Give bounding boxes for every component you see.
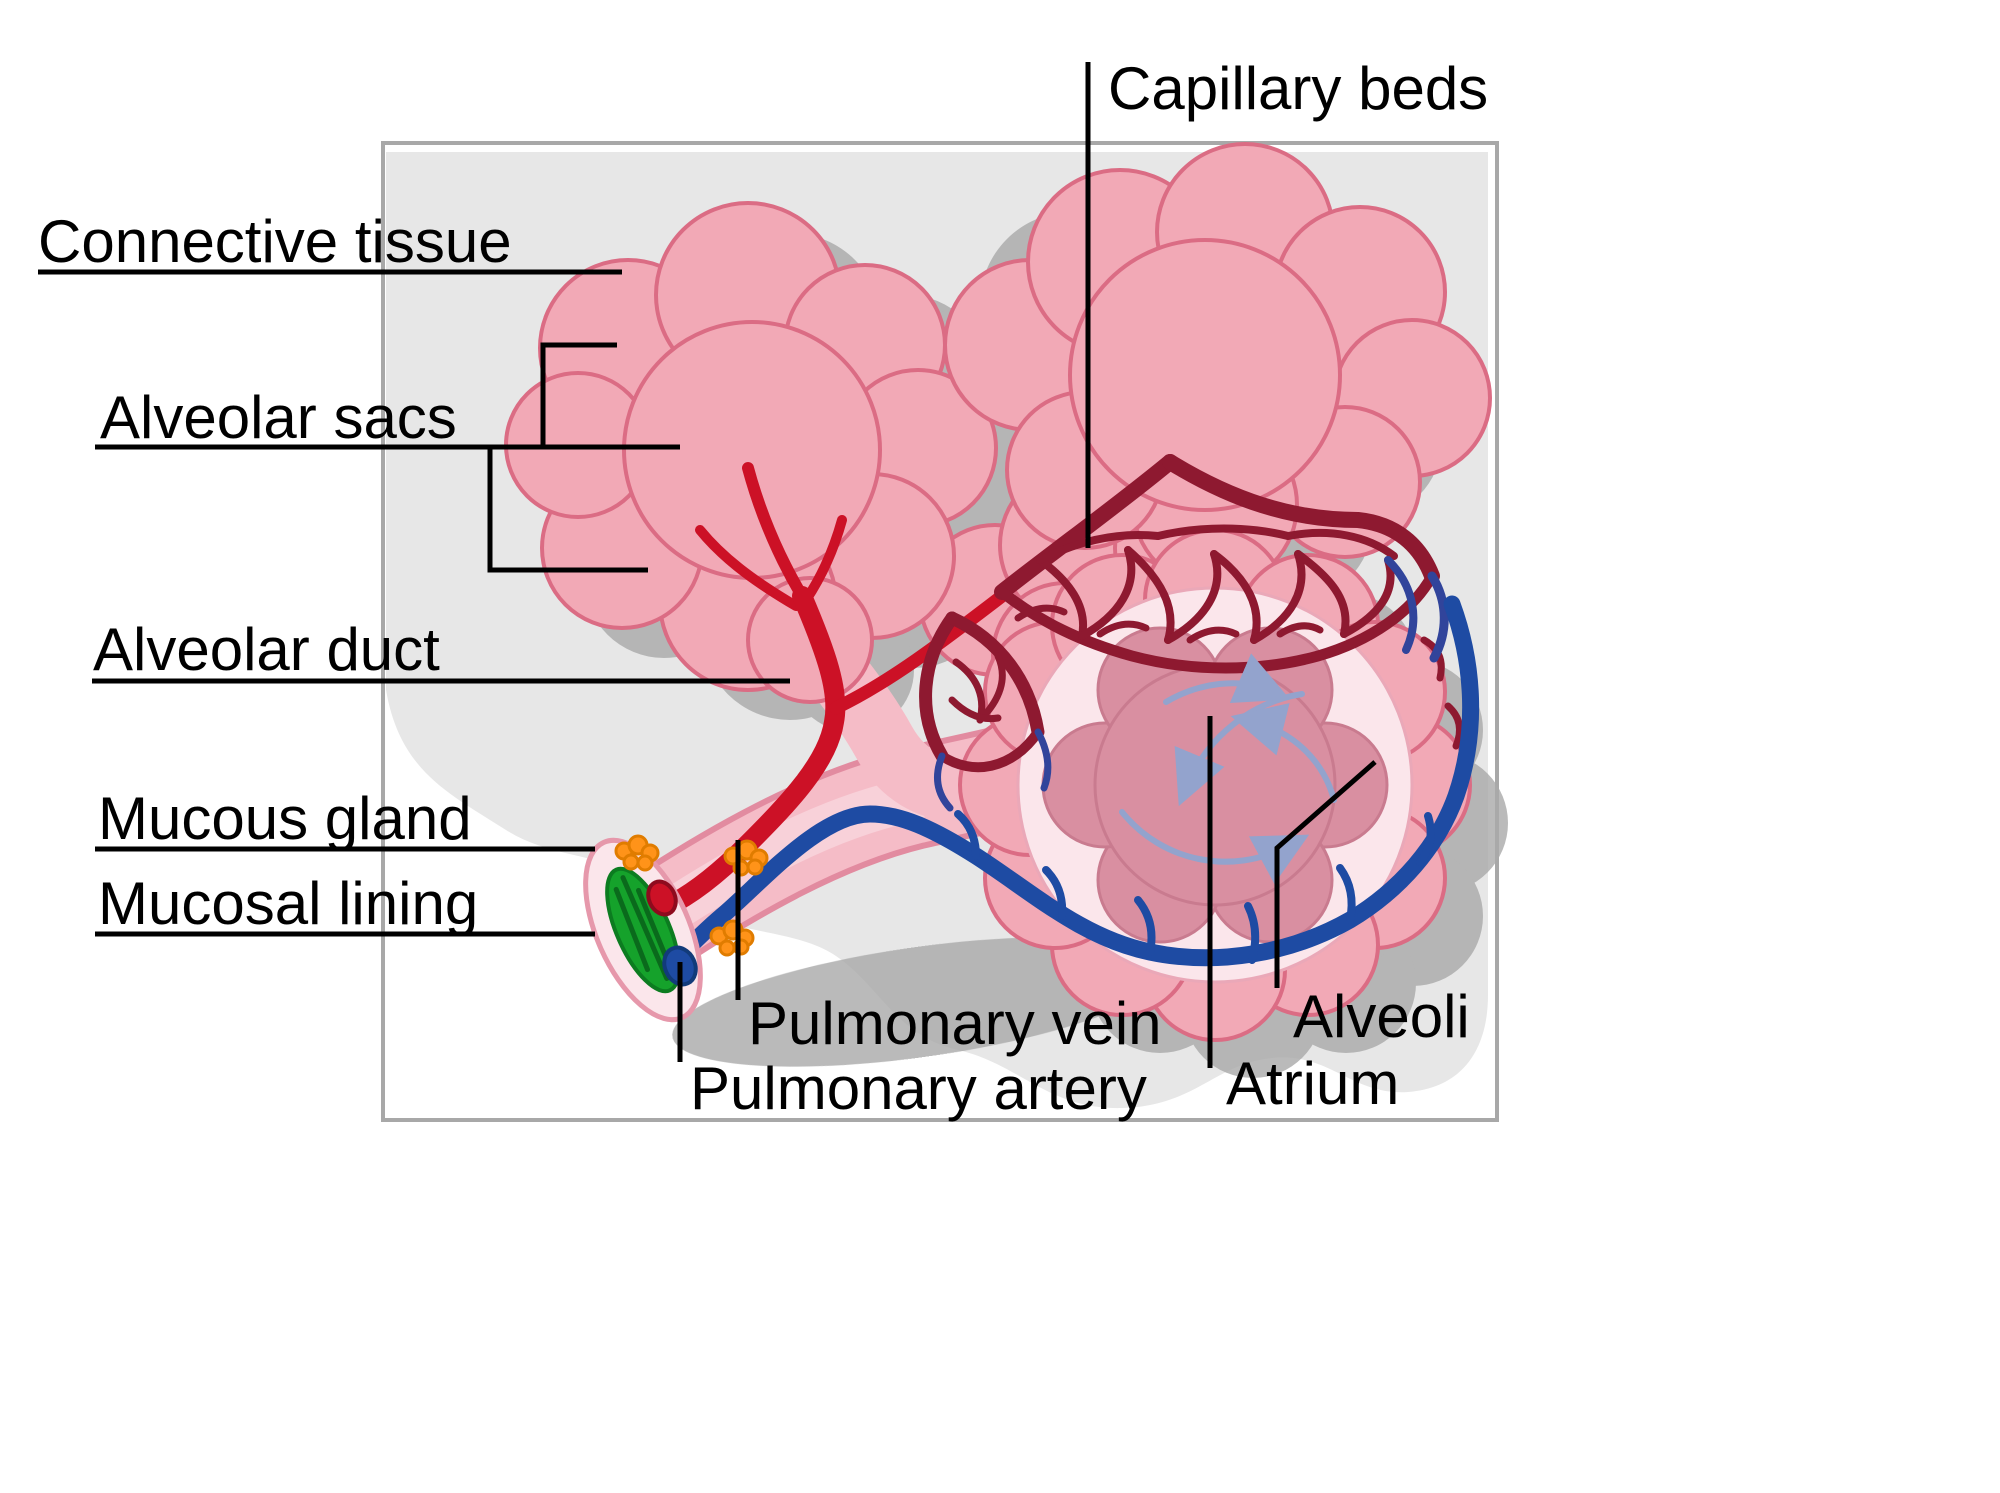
leader-lines [38, 62, 1377, 1068]
label-capillary-beds: Capillary beds [1108, 55, 1489, 122]
label-alveolar-sacs: Alveolar sacs [100, 384, 457, 451]
label-alveolar-duct: Alveolar duct [93, 616, 440, 683]
capillary-blue-edges [934, 556, 1449, 812]
label-pulmonary-artery: Pulmonary artery [690, 1055, 1147, 1122]
airflow-arrows [1119, 653, 1337, 884]
frame-border [381, 141, 1499, 1122]
pulmonary-vein-vessel [654, 462, 1009, 918]
pulmonary-artery-vessel [669, 595, 1480, 967]
label-mucosal-lining: Mucosal lining [98, 870, 479, 937]
leader-alveoli [1274, 760, 1377, 988]
vein-cross-section [646, 879, 678, 917]
label-connective-tissue: Connective tissue [38, 208, 512, 275]
label-pulmonary-vein: Pulmonary vein [748, 990, 1162, 1057]
label-alveoli: Alveoli [1293, 983, 1470, 1050]
cluster-shadows [548, 186, 1508, 1078]
label-mucous-gland: Mucous gland [98, 785, 472, 852]
label-atrium: Atrium [1226, 1050, 1400, 1117]
leader-alveolar-sacs-lower [487, 447, 648, 573]
leader-alveolar-sacs-upper [540, 342, 617, 447]
